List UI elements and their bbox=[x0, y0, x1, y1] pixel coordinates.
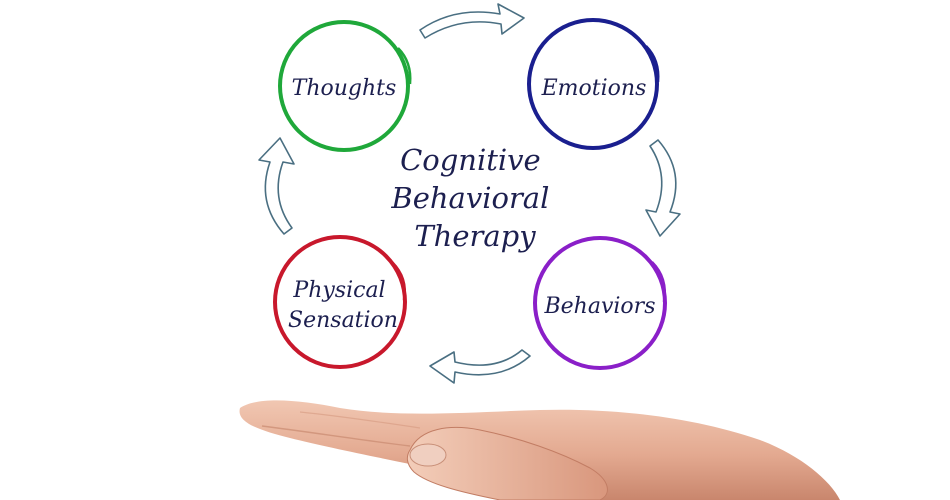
arrow-emotions-to-behaviors bbox=[645, 139, 681, 237]
center-title: Cognitive Behavioral Therapy bbox=[390, 143, 558, 253]
arrow-thoughts-to-emotions bbox=[419, 3, 525, 39]
arrow-physical-to-thoughts bbox=[258, 137, 295, 235]
emotions-ring-tail bbox=[645, 45, 660, 83]
node-behaviors: Behaviors bbox=[533, 236, 667, 370]
physical-sensation-ring bbox=[273, 235, 407, 369]
hand-image bbox=[239, 400, 841, 500]
node-label-thoughts: Thoughts bbox=[292, 76, 397, 101]
thumb bbox=[406, 427, 608, 500]
thoughts-ring bbox=[278, 20, 410, 152]
behaviors-ring bbox=[533, 236, 667, 370]
node-label-emotions: Emotions bbox=[541, 76, 647, 101]
emotions-ring bbox=[527, 18, 659, 150]
node-label-behaviors: Behaviors bbox=[544, 294, 656, 319]
node-physical-sensation: Physical Sensation bbox=[273, 235, 407, 369]
thoughts-ring-tail bbox=[397, 47, 412, 85]
finger-crease-2 bbox=[299, 411, 421, 429]
thumbnail bbox=[409, 443, 447, 467]
node-label-physical-sensation: Physical Sensation bbox=[288, 278, 398, 333]
node-thoughts: Thoughts bbox=[278, 20, 412, 152]
behaviors-ring-tail bbox=[651, 261, 666, 303]
node-emotions: Emotions bbox=[527, 18, 660, 150]
physical-sensation-ring-tail bbox=[391, 261, 406, 301]
arrow-behaviors-to-physical bbox=[429, 349, 531, 384]
finger-crease bbox=[261, 425, 411, 447]
